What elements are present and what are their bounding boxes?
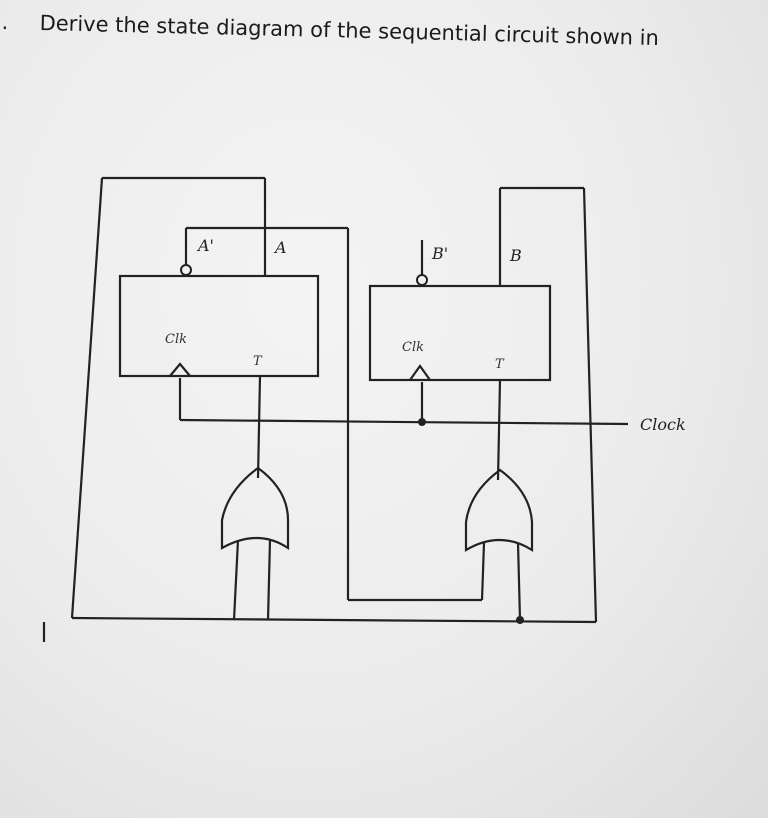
ffa-complement-bubble [180,264,192,276]
ffa-input-label: T [253,354,263,369]
clk-triangle-b [409,364,431,381]
clock-junction-dot [418,418,426,426]
or-gate-a-input-right [266,539,272,621]
ffb-complement-bubble [416,274,428,286]
a-left-wire [70,177,104,619]
b-right-wire [582,187,598,623]
or-gate-b [464,468,534,552]
flipflop-a-box [118,274,320,378]
clock-line [179,418,629,426]
bottom-wire [71,616,597,624]
clk-triangle-a [169,362,191,377]
ffb-clk-label: Clk [402,340,424,355]
ffa-t-wire [256,375,262,479]
or-gate-a-input-left [232,539,240,621]
bottom-junction-dot [516,616,524,624]
ffb-output-label: B [509,246,522,265]
or-gate-b-input-left [480,542,486,601]
ffa-output-label: A [273,238,287,257]
clock-label: Clock [640,415,686,434]
ffb-output-complement-label: B' [431,244,448,263]
ffb-t-wire [496,379,502,481]
ffb-input-label: T [495,357,505,372]
flipflop-b-box [368,284,552,382]
ffa-clk-label: Clk [165,332,187,347]
or-gate-b-input-right [516,542,522,621]
ffa-output-complement-label: A' [196,236,214,255]
or-gate-a [220,466,290,551]
